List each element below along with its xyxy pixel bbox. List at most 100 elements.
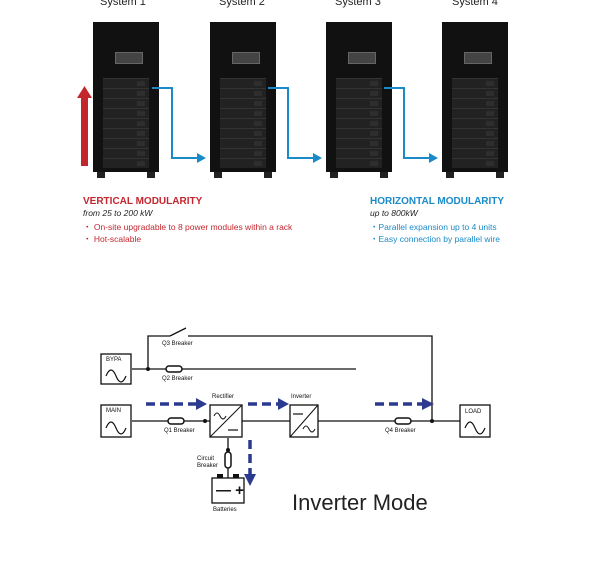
rack-foot bbox=[380, 172, 388, 178]
rack-foot bbox=[330, 172, 338, 178]
battery-block bbox=[211, 474, 245, 504]
rack-display bbox=[232, 52, 260, 64]
horizontal-item-2: ・Easy connection by parallel wire bbox=[370, 234, 500, 244]
power-module-slot bbox=[336, 78, 382, 88]
power-module-slot bbox=[220, 98, 266, 108]
power-module-slot bbox=[220, 148, 266, 158]
power-module-slot bbox=[336, 108, 382, 118]
bypa-label: BYPA bbox=[106, 357, 122, 363]
batteries-label: Batteries bbox=[213, 507, 237, 513]
load-block bbox=[459, 404, 491, 438]
power-module-slot bbox=[103, 108, 149, 118]
power-flow-arrows bbox=[146, 402, 422, 474]
horizontal-arrowhead-1 bbox=[197, 153, 206, 163]
inverter-ac-icon bbox=[302, 425, 316, 433]
q2-breaker bbox=[165, 365, 183, 373]
main-label: MAIN bbox=[106, 408, 121, 414]
q1-breaker bbox=[167, 417, 185, 425]
load-sine-icon bbox=[464, 421, 486, 435]
horizontal-modularity-title: HORIZONTAL MODULARITY bbox=[370, 196, 505, 207]
power-module-slot bbox=[452, 98, 498, 108]
inverter-label: Inverter bbox=[291, 394, 312, 400]
power-module-slot bbox=[336, 118, 382, 128]
power-module-slot bbox=[452, 108, 498, 118]
rectifier-ac-icon bbox=[213, 412, 227, 420]
power-module-slot bbox=[220, 118, 266, 128]
horizontal-modularity-subtitle: up to 800kW bbox=[370, 208, 418, 218]
horizontal-item-1: ・Parallel expansion up to 4 units bbox=[370, 222, 497, 232]
power-module-slot bbox=[103, 88, 149, 98]
battery-symbol: — + bbox=[216, 482, 244, 499]
rectifier-label: Rectifier bbox=[212, 394, 235, 400]
q2-breaker-label: Q2 Breaker bbox=[162, 376, 193, 382]
q3-line bbox=[147, 335, 170, 367]
vertical-item-1: ・ On-site upgradable to 8 power modules … bbox=[83, 222, 293, 232]
system-3-label: System 3 bbox=[335, 0, 381, 8]
power-module-slot bbox=[220, 128, 266, 138]
breaker-label: Breaker bbox=[197, 463, 219, 469]
rack-display bbox=[115, 52, 143, 64]
q3-line-right bbox=[188, 335, 433, 421]
rack-foot bbox=[446, 172, 454, 178]
q3-breaker-label: Q3 Breaker bbox=[162, 341, 193, 347]
rack-system-3 bbox=[326, 22, 392, 178]
system-1-label: System 1 bbox=[100, 0, 146, 8]
rack-display bbox=[348, 52, 376, 64]
power-module-slot bbox=[103, 78, 149, 88]
battery-breaker bbox=[224, 451, 232, 469]
rack-system-4 bbox=[442, 22, 508, 178]
power-module-slot bbox=[103, 118, 149, 128]
rack-foot bbox=[496, 172, 504, 178]
power-module-slot bbox=[336, 98, 382, 108]
horizontal-connector-1 bbox=[152, 87, 198, 159]
power-module-slot bbox=[452, 88, 498, 98]
horizontal-arrowhead-3 bbox=[429, 153, 438, 163]
power-module-slot bbox=[336, 158, 382, 168]
power-module-slot bbox=[452, 138, 498, 148]
bypa-sine-icon bbox=[105, 369, 127, 383]
bypa-source bbox=[100, 353, 132, 385]
rack-foot bbox=[97, 172, 105, 178]
power-module-slot bbox=[103, 158, 149, 168]
system-2-label: System 2 bbox=[219, 0, 265, 8]
rack-foot bbox=[214, 172, 222, 178]
q3-switch bbox=[169, 327, 187, 337]
power-module-slot bbox=[220, 78, 266, 88]
main-source bbox=[100, 404, 132, 438]
power-module-slot bbox=[336, 88, 382, 98]
vertical-modularity-title: VERTICAL MODULARITY bbox=[83, 196, 203, 207]
rack-foot bbox=[147, 172, 155, 178]
power-module-slot bbox=[103, 138, 149, 148]
q4-breaker bbox=[394, 417, 412, 425]
power-module-slot bbox=[220, 158, 266, 168]
power-module-slot bbox=[220, 138, 266, 148]
rack-display bbox=[464, 52, 492, 64]
power-module-slot bbox=[452, 148, 498, 158]
q1-breaker-label: Q1 Breaker bbox=[164, 428, 195, 434]
system-4-label: System 4 bbox=[452, 0, 498, 8]
power-module-slot bbox=[452, 78, 498, 88]
vertical-item-2: ・ Hot-scalable bbox=[83, 234, 142, 244]
power-module-slot bbox=[336, 128, 382, 138]
rectifier-block bbox=[209, 404, 243, 438]
power-module-slot bbox=[103, 98, 149, 108]
circuit-label: Circuit bbox=[197, 456, 215, 462]
power-module-slot bbox=[220, 88, 266, 98]
horizontal-arrowhead-2 bbox=[313, 153, 322, 163]
vertical-modularity-subtitle: from 25 to 200 kW bbox=[83, 208, 153, 218]
horizontal-connector-3 bbox=[384, 87, 430, 159]
rack-foot bbox=[264, 172, 272, 178]
horizontal-connector-2 bbox=[268, 87, 314, 159]
power-module-slot bbox=[103, 128, 149, 138]
power-module-slot bbox=[452, 118, 498, 128]
inverter-block bbox=[289, 404, 319, 438]
rack-system-2 bbox=[210, 22, 276, 178]
power-module-slot bbox=[452, 128, 498, 138]
power-module-slot bbox=[336, 148, 382, 158]
power-module-slot bbox=[452, 158, 498, 168]
power-module-slot bbox=[220, 108, 266, 118]
inverter-mode-title: Inverter Mode bbox=[292, 490, 428, 515]
vertical-arrow bbox=[77, 86, 92, 166]
